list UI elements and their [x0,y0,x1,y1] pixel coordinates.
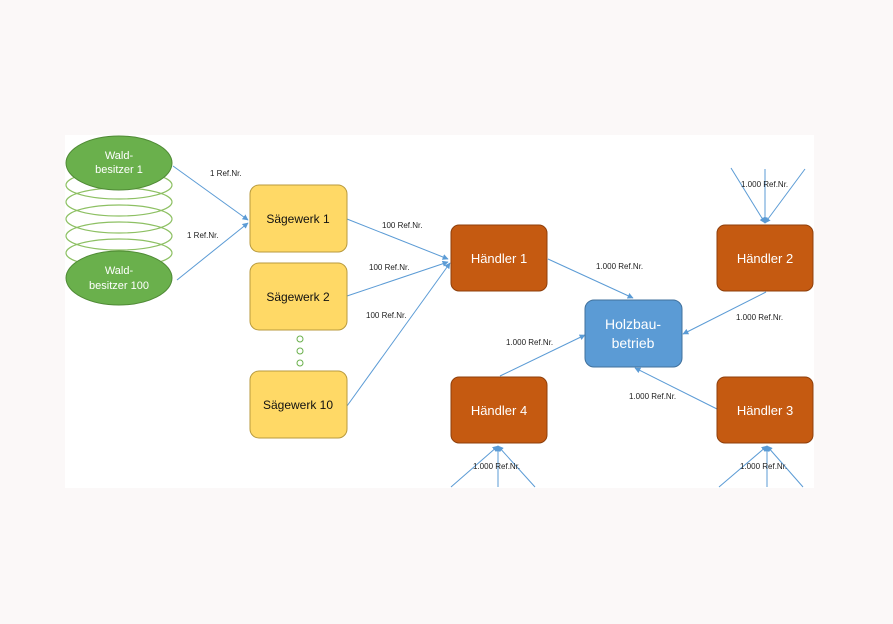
edge-label: 1.000 Ref.Nr. [629,392,676,401]
edge-label: 1.000 Ref.Nr. [741,180,788,189]
edge-haendler3-holzbau [634,367,718,410]
edge-haendler4-holzbau [499,334,586,377]
node-haendler-2: Händler 2 [716,224,814,292]
edge-saege10-haendler1 [346,262,451,407]
edge-label: 100 Ref.Nr. [369,263,409,272]
node-label: Sägewerk 10 [263,398,333,412]
node-label: Händler 1 [471,251,527,266]
node-waldbesitzer-1: Wald- besitzer 1 [65,135,173,191]
edge-saege2-haendler1 [346,260,449,297]
node-waldbesitzer-100: Wald- besitzer 100 [65,250,173,306]
node-haendler-4: Händler 4 [450,376,548,444]
node-holzbaubetrieb: Holzbau- betrieb [584,299,683,368]
edge-fan-haendler3-a [718,445,768,488]
edge-fan-haendler4-a [450,445,499,488]
node-label: Händler 3 [737,403,793,418]
edge-label: 1 Ref.Nr. [187,231,219,240]
edges [172,165,806,488]
node-label-line: besitzer 100 [89,280,149,292]
edge-fan-haendler2-a [730,167,766,224]
ellipsis-dots [296,335,304,367]
node-saegewerk-10: Sägewerk 10 [249,370,348,439]
edge-label: 1.000 Ref.Nr. [506,338,553,347]
edge-fan-haendler3-c [766,445,804,488]
node-label-line: Holzbau- [605,316,661,332]
node-label-line: Wald- [105,150,134,162]
diagram-canvas: 1 Ref.Nr. 1 Ref.Nr. 100 Ref.Nr. 100 Ref.… [65,135,814,488]
node-haendler-3: Händler 3 [716,376,814,444]
supply-chain-diagram: 1 Ref.Nr. 1 Ref.Nr. 100 Ref.Nr. 100 Ref.… [65,135,814,488]
edge-fan-haendler2-c [764,168,806,224]
node-label: Sägewerk 1 [266,212,330,226]
node-label: Sägewerk 2 [266,290,330,304]
node-label-line: betrieb [612,335,655,351]
node-label-line: besitzer 1 [95,164,143,176]
node-label: Händler 2 [737,251,793,266]
node-saegewerk-1: Sägewerk 1 [249,184,348,253]
node-label-line: Wald- [105,265,134,277]
edge-haendler1-holzbau [547,258,634,299]
edge-fan-haendler4-c [497,445,536,488]
edge-label: 1.000 Ref.Nr. [473,462,520,471]
node-haendler-1: Händler 1 [450,224,548,292]
edge-label: 1.000 Ref.Nr. [736,313,783,322]
edge-label: 1 Ref.Nr. [210,169,242,178]
edge-saege1-haendler1 [346,218,449,260]
edge-label: 1.000 Ref.Nr. [740,462,787,471]
node-saegewerk-2: Sägewerk 2 [249,262,348,331]
edge-wald1-saege1 [172,165,249,221]
edge-haendler2-holzbau [682,291,767,335]
edge-label: 1.000 Ref.Nr. [596,262,643,271]
node-label: Händler 4 [471,403,527,418]
edge-label: 100 Ref.Nr. [366,311,406,320]
edge-label: 100 Ref.Nr. [382,221,422,230]
edge-wald100-saege1 [176,222,249,281]
